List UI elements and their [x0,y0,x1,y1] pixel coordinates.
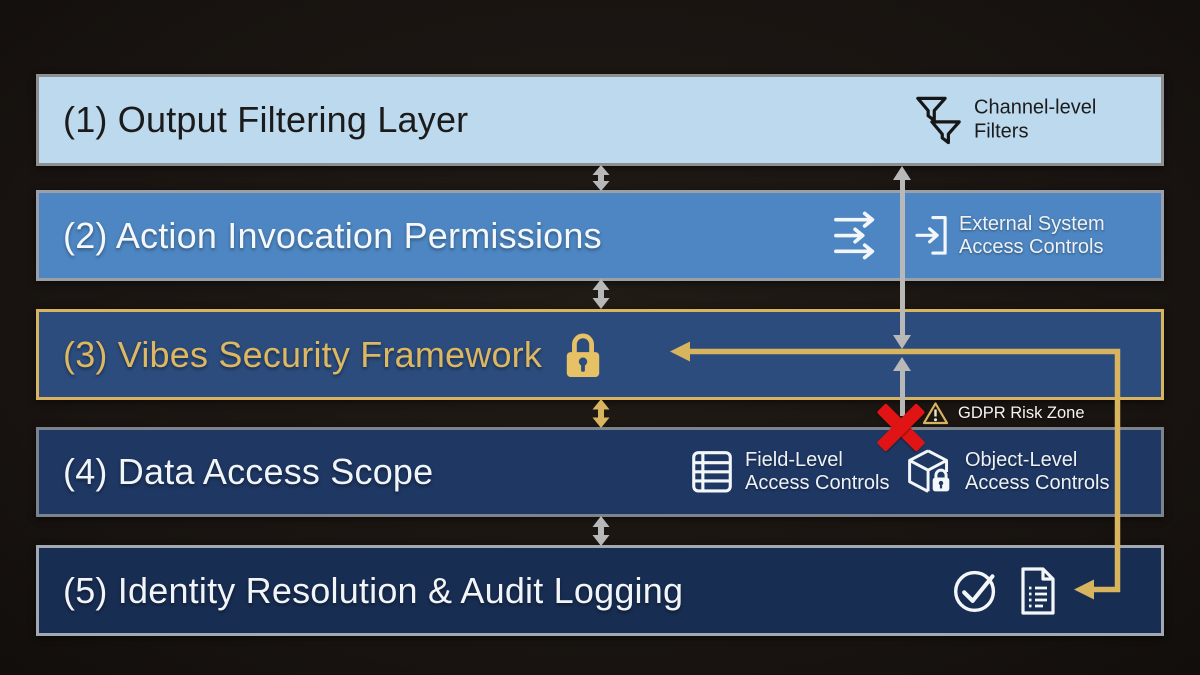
warning-icon [922,402,949,425]
action-arrows-annotation [833,211,881,261]
layer-5-identity-audit: (5) Identity Resolution & Audit Logging [36,545,1164,636]
channel-filter-icon [916,96,961,145]
object-level-label: Object-Level Access Controls [965,448,1110,494]
flow-line-lower [899,370,905,416]
layer-2-title: (2) Action Invocation Permissions [63,214,602,256]
field-level-label: Field-Level Access Controls [745,448,890,494]
layer-3-vibes-security: (3) Vibes Security Framework [36,309,1164,400]
object-cube-lock-icon [908,449,953,493]
lock-icon [566,333,600,377]
layer-1-output-filtering: (1) Output Filtering Layer Channel-level… [36,74,1164,166]
channel-filters-annotation: Channel-level Filters [915,95,1110,146]
audit-log-icon [1021,566,1055,615]
bidirectional-arrow-3-4-gold [592,399,610,428]
channel-filters-label: Channel-level Filters [974,96,1097,142]
flow-arrowhead-up-into-layer3 [893,357,911,371]
layer-5-title: (5) Identity Resolution & Audit Logging [63,569,684,611]
external-system-icon [915,216,947,255]
object-level-annotation: Object-Level Access Controls [905,448,1117,496]
layer-3-title: (3) Vibes Security Framework [63,333,543,375]
external-system-annotation: External System Access Controls [915,212,1129,258]
bidirectional-arrow-4-5 [592,516,610,546]
gdpr-risk-zone-badge: GDPR Risk Zone [922,401,1085,426]
check-circle-icon [954,570,996,612]
gdpr-risk-zone-label: GDPR Risk Zone [958,404,1085,422]
flow-arrowhead-up-into-layer1 [893,166,911,180]
layer-1-title: (1) Output Filtering Layer [63,99,469,140]
audit-icons-annotation [951,566,1058,616]
flow-line-upper [899,179,905,336]
blocked-x-icon [873,399,929,455]
layer-4-data-access: (4) Data Access Scope Field-Level Access… [36,427,1164,517]
field-level-annotation: Field-Level Access Controls [691,449,897,495]
external-system-label: External System Access Controls [959,212,1105,258]
field-table-icon [692,451,732,493]
action-arrows-icon [834,211,875,259]
bidirectional-arrow-1-2 [592,165,610,191]
flow-arrowhead-down-into-layer3 [893,335,911,349]
bidirectional-arrow-2-3 [592,279,610,309]
layer-4-title: (4) Data Access Scope [63,451,434,492]
layer-2-action-invocation: (2) Action Invocation Permissions Extern… [36,190,1164,281]
